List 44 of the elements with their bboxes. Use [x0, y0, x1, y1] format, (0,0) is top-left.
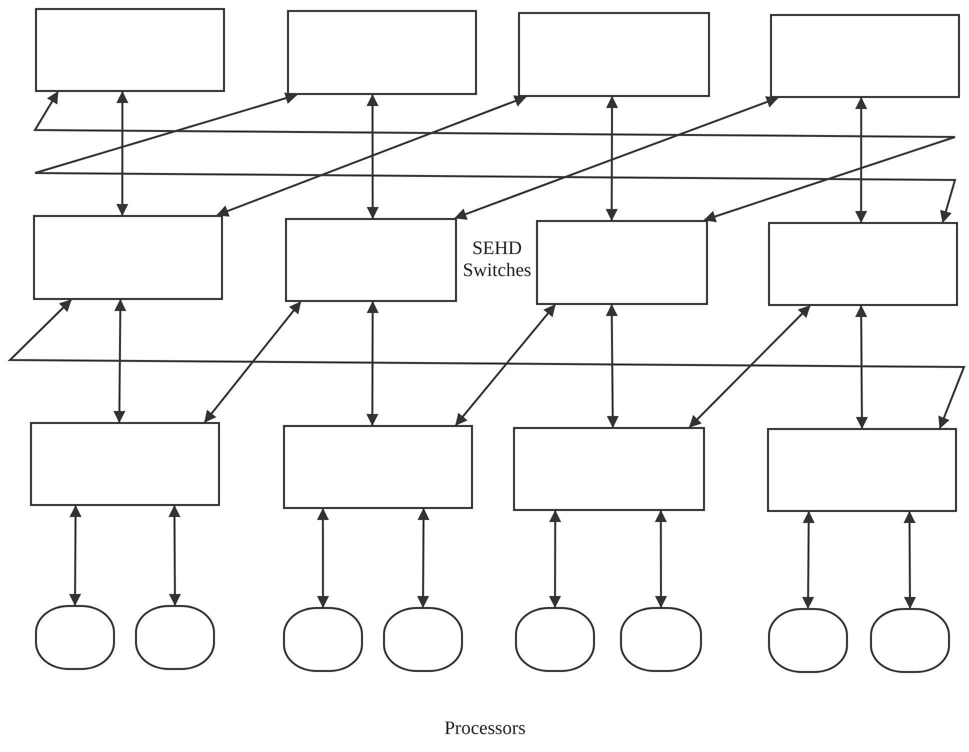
label-text: SEHD Switches — [462, 238, 532, 282]
arrow — [168, 505, 181, 606]
processor-node — [870, 608, 950, 673]
arrow — [855, 305, 868, 429]
arrow — [8, 299, 966, 429]
processor-node — [135, 605, 215, 670]
processor-node — [35, 605, 115, 670]
arrow — [366, 301, 379, 426]
switch-box — [35, 8, 225, 92]
arrow — [688, 305, 810, 428]
switch-box — [287, 10, 477, 95]
processor-node — [383, 607, 463, 672]
arrow — [606, 304, 619, 428]
arrow — [654, 510, 667, 608]
processor-node — [283, 607, 363, 672]
switch-box — [767, 428, 957, 512]
arrow — [455, 304, 556, 426]
arrow — [606, 96, 618, 221]
switch-box — [283, 425, 473, 509]
arrow — [316, 508, 329, 608]
switch-box — [536, 220, 708, 305]
arrow — [417, 508, 430, 608]
label-text: Processors — [443, 718, 527, 740]
processor-node — [515, 607, 595, 672]
switch-box — [768, 222, 958, 306]
processor-node — [620, 607, 702, 672]
switch-box — [770, 14, 960, 98]
processor-node — [768, 608, 848, 673]
switch-box — [513, 427, 705, 511]
arrow — [549, 510, 562, 608]
arrow — [116, 91, 128, 216]
arrow — [204, 301, 302, 423]
arrow — [802, 511, 815, 609]
switch-box — [30, 422, 220, 506]
switch-box — [285, 218, 457, 302]
switch-box — [518, 12, 710, 97]
arrow — [454, 96, 779, 220]
arrow — [855, 97, 868, 223]
arrow — [69, 505, 82, 606]
arrow — [366, 94, 379, 219]
arrow — [113, 299, 126, 423]
arrow — [904, 511, 916, 609]
arrow — [216, 95, 527, 217]
switch-box — [33, 215, 223, 300]
